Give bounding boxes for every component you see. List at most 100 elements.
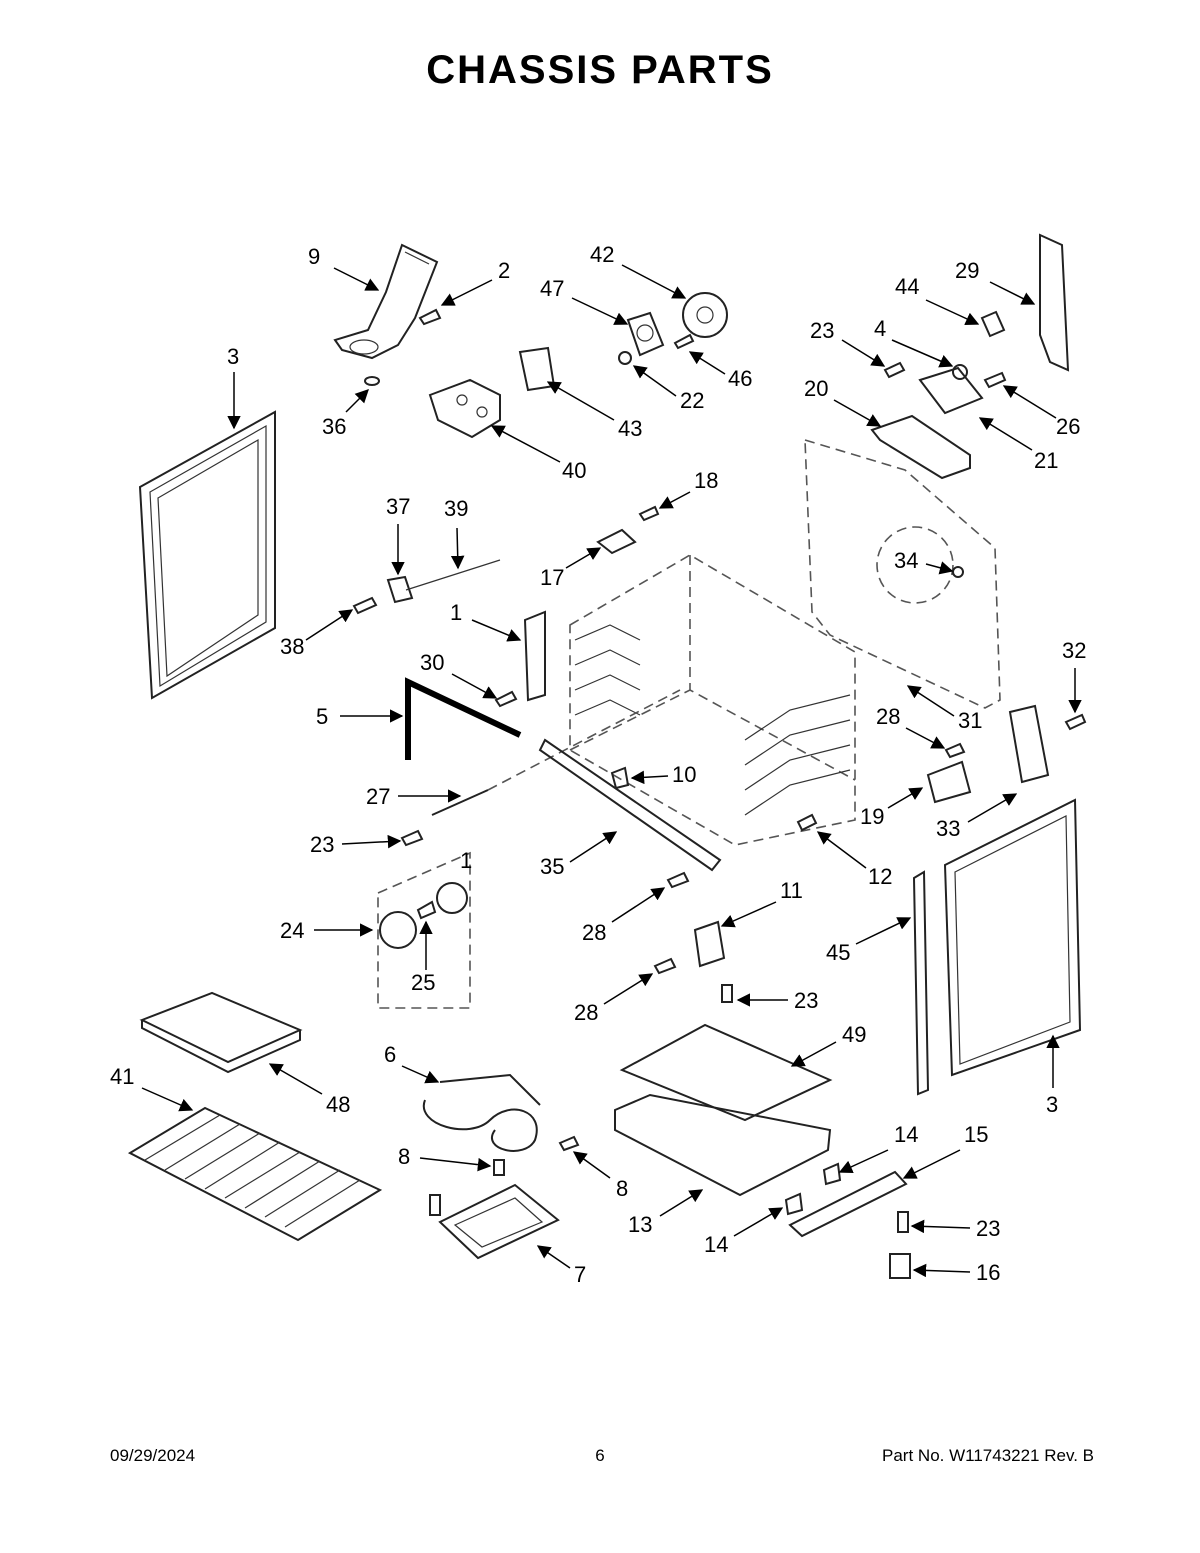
svg-text:38: 38 [280, 634, 304, 659]
svg-text:42: 42 [590, 242, 614, 267]
svg-text:46: 46 [728, 366, 752, 391]
svg-text:19: 19 [860, 804, 884, 829]
screw-30 [494, 690, 518, 708]
svg-text:33: 33 [936, 816, 960, 841]
svg-text:22: 22 [680, 388, 704, 413]
callout-9: 9 [308, 244, 380, 291]
callout-36: 36 [322, 389, 369, 439]
callout-45: 45 [826, 917, 912, 965]
svg-text:1: 1 [460, 848, 472, 873]
callout-13: 13 [628, 1189, 704, 1237]
callout-4: 4 [874, 316, 954, 368]
svg-text:28: 28 [582, 920, 606, 945]
clip-10 [610, 766, 630, 790]
callout-17: 17 [540, 547, 602, 590]
callout-46: 46 [688, 351, 752, 391]
svg-text:9: 9 [308, 244, 320, 269]
screw-28-right [944, 742, 966, 759]
latch-37 [386, 575, 414, 604]
leveling-leg-16 [889, 1253, 911, 1279]
svg-text:23: 23 [976, 1216, 1000, 1241]
screw-34 [952, 566, 964, 578]
callout-43: 43 [546, 381, 642, 441]
callout-20: 20 [804, 376, 882, 427]
svg-text:37: 37 [386, 494, 410, 519]
svg-text:3: 3 [1046, 1092, 1058, 1117]
callout-3-right: 3 [1046, 1034, 1060, 1117]
svg-text:43: 43 [618, 416, 642, 441]
broil-element-7 [438, 1183, 560, 1260]
screw-8-b [558, 1135, 580, 1152]
callout-41: 41 [110, 1064, 194, 1112]
callout-1-top: 1 [450, 600, 522, 642]
oven-rack-41 [127, 1106, 383, 1242]
callout-16: 16 [912, 1260, 1000, 1285]
svg-text:10: 10 [672, 762, 696, 787]
rod-39 [405, 559, 501, 591]
svg-text:1: 1 [450, 600, 462, 625]
callout-8-b: 8 [572, 1151, 628, 1201]
svg-text:17: 17 [540, 565, 564, 590]
callout-14-b: 14 [704, 1207, 784, 1257]
callout-23-left: 23 [310, 832, 402, 857]
svg-text:23: 23 [310, 832, 334, 857]
svg-text:3: 3 [227, 344, 239, 369]
callout-15: 15 [902, 1122, 988, 1179]
svg-text:36: 36 [322, 414, 346, 439]
svg-text:8: 8 [616, 1176, 628, 1201]
clip-14-a [822, 1162, 842, 1186]
clip-44 [980, 310, 1006, 338]
callout-23-top: 23 [810, 318, 886, 367]
svg-text:11: 11 [780, 878, 803, 903]
callout-3-left: 3 [227, 344, 241, 430]
callout-2: 2 [440, 258, 510, 306]
callout-31: 31 [906, 685, 982, 733]
svg-text:14: 14 [894, 1122, 918, 1147]
svg-text:49: 49 [842, 1022, 866, 1047]
nut-22 [618, 351, 632, 365]
callout-27: 27 [366, 784, 462, 809]
screw-46 [673, 333, 695, 350]
gasket-5 [405, 677, 522, 760]
svg-text:18: 18 [694, 468, 718, 493]
screw-28-mid [666, 871, 690, 889]
svg-text:39: 39 [444, 496, 468, 521]
callout-23-mid: 23 [736, 988, 818, 1013]
hinge-11 [693, 920, 726, 968]
screw-12 [796, 813, 818, 832]
screw-26 [983, 371, 1007, 389]
callout-1-knob: 1 [460, 848, 472, 873]
svg-text:40: 40 [562, 458, 586, 483]
svg-text:7: 7 [574, 1262, 586, 1287]
svg-text:2: 2 [498, 258, 510, 283]
callout-28-right: 28 [876, 704, 946, 749]
washer-36 [364, 376, 380, 386]
callout-23-bottom: 23 [910, 1216, 1000, 1241]
svg-text:32: 32 [1062, 638, 1086, 663]
callout-26: 26 [1002, 385, 1080, 439]
svg-text:47: 47 [540, 276, 564, 301]
callout-6: 6 [384, 1042, 440, 1084]
callout-19: 19 [860, 787, 924, 829]
svg-text:48: 48 [326, 1092, 350, 1117]
svg-text:24: 24 [280, 918, 304, 943]
callout-8-a: 8 [398, 1144, 492, 1172]
screw-8-c [429, 1194, 441, 1216]
oven-cavity [569, 554, 856, 846]
svg-text:16: 16 [976, 1260, 1000, 1285]
callout-48: 48 [268, 1063, 350, 1117]
knob-assembly [377, 851, 471, 1009]
callout-12: 12 [816, 831, 892, 889]
latch-40 [428, 378, 501, 439]
callout-32: 32 [1062, 638, 1086, 714]
svg-text:44: 44 [895, 274, 919, 299]
callout-42: 42 [590, 242, 687, 299]
svg-text:13: 13 [628, 1212, 652, 1237]
svg-text:8: 8 [398, 1144, 410, 1169]
svg-text:30: 30 [420, 650, 444, 675]
callout-34: 34 [894, 548, 954, 575]
fan-motor-47 [626, 311, 665, 357]
callout-44: 44 [895, 274, 980, 326]
svg-text:23: 23 [810, 318, 834, 343]
